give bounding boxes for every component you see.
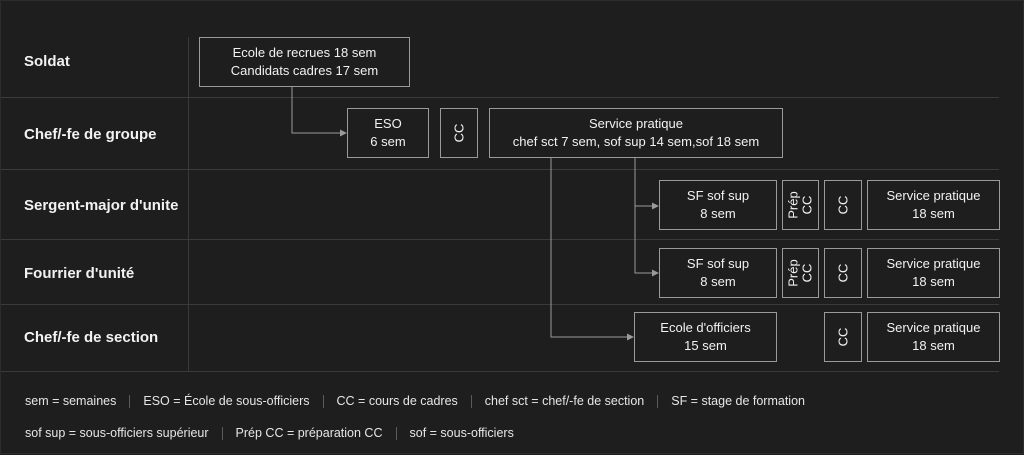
- row-divider: [1, 97, 999, 98]
- row-divider: [1, 304, 999, 305]
- box-ecole-officiers: Ecole d'officiers 15 sem: [634, 312, 777, 362]
- box-line: CC: [451, 123, 466, 143]
- box-cc: CC: [824, 180, 862, 230]
- arrowhead: [627, 333, 634, 341]
- legend-line-2: sof sup = sous-officiers supérieur Prép …: [25, 426, 514, 440]
- box-line: CC: [835, 263, 850, 283]
- row-label-sergent-major: Sergent-major d'unite: [24, 197, 179, 214]
- box-line: CC: [835, 327, 850, 347]
- box-service-pratique: Service pratique 18 sem: [867, 312, 1000, 362]
- arrowhead: [340, 129, 347, 137]
- legend-item: ESO = École de sous-officiers: [143, 394, 310, 408]
- box-line: CC: [835, 195, 850, 215]
- row-label-chef-de-section: Chef/-fe de section: [24, 329, 159, 346]
- box-prep-cc: Prép CC: [782, 248, 819, 298]
- legend-item: sof = sous-officiers: [409, 426, 514, 440]
- legend-separator: [657, 394, 659, 408]
- box-cc: CC: [824, 248, 862, 298]
- row-label-fourrier: Fourrier d'unité: [24, 265, 135, 282]
- row-label-soldat: Soldat: [24, 53, 70, 70]
- legend-item: chef sct = chef/-fe de section: [484, 394, 645, 408]
- box-line: Service pratique: [886, 320, 981, 335]
- box-service-pratique: Service pratique 18 sem: [867, 180, 1000, 230]
- arrowhead: [652, 269, 659, 277]
- connector-sp-to-ecole-officiers: [550, 158, 628, 338]
- box-cc: CC: [824, 312, 862, 362]
- box-sf-sof-sup: SF sof sup 8 sem: [659, 248, 777, 298]
- box-line: Prép CC: [785, 259, 815, 287]
- box-line: 8 sem: [700, 206, 736, 221]
- box-line: Prép CC: [785, 191, 815, 219]
- legend-item: Prép CC = préparation CC: [235, 426, 383, 440]
- box-service-pratique-groupe: Service pratique chef sct 7 sem, sof sup…: [489, 108, 783, 158]
- box-line: Service pratique: [589, 116, 683, 131]
- box-line: 15 sem: [684, 338, 727, 353]
- box-service-pratique: Service pratique 18 sem: [867, 248, 1000, 298]
- box-line: SF sof sup: [686, 256, 750, 271]
- legend-separator: [395, 426, 397, 440]
- box-line: 18 sem: [912, 206, 955, 221]
- box-ecole-de-recrues: Ecole de recrues 18 sem Candidats cadres…: [199, 37, 410, 87]
- box-line: SF sof sup: [686, 188, 750, 203]
- box-line: chef sct 7 sem, sof sup 14 sem,sof 18 se…: [512, 134, 760, 149]
- legend-separator: [322, 394, 324, 408]
- connector-recrues-to-eso: [291, 87, 341, 134]
- box-line: 6 sem: [370, 134, 406, 149]
- box-line: Ecole d'officiers: [660, 320, 751, 335]
- box-line: 8 sem: [700, 274, 736, 289]
- legend-item: CC = cours de cadres: [336, 394, 458, 408]
- row-divider: [1, 239, 999, 240]
- legend-item: sof sup = sous-officiers supérieur: [25, 426, 209, 440]
- column-divider: [188, 37, 189, 371]
- connector-sp-to-sf-fourrier: [634, 206, 653, 274]
- connector-sp-to-sf-sergent: [634, 158, 653, 207]
- box-line: Candidats cadres 17 sem: [230, 63, 379, 78]
- row-divider: [1, 371, 999, 372]
- box-sf-sof-sup: SF sof sup 8 sem: [659, 180, 777, 230]
- legend-separator: [129, 394, 131, 408]
- box-eso: ESO 6 sem: [347, 108, 429, 158]
- legend-separator: [221, 426, 223, 440]
- box-prep-cc: Prép CC: [782, 180, 819, 230]
- box-line: 18 sem: [912, 338, 955, 353]
- row-divider: [1, 169, 999, 170]
- box-line: Ecole de recrues 18 sem: [232, 45, 377, 60]
- row-label-chef-de-groupe: Chef/-fe de groupe: [24, 126, 157, 143]
- legend-item: SF = stage de formation: [671, 394, 805, 408]
- box-cc: CC: [440, 108, 478, 158]
- legend-item: sem = semaines: [25, 394, 117, 408]
- box-line: Service pratique: [886, 256, 981, 271]
- legend-separator: [470, 394, 472, 408]
- legend-line-1: sem = semaines ESO = École de sous-offic…: [25, 394, 805, 408]
- box-line: ESO: [374, 116, 402, 131]
- box-line: Service pratique: [886, 188, 981, 203]
- arrowhead: [652, 202, 659, 210]
- box-line: 18 sem: [912, 274, 955, 289]
